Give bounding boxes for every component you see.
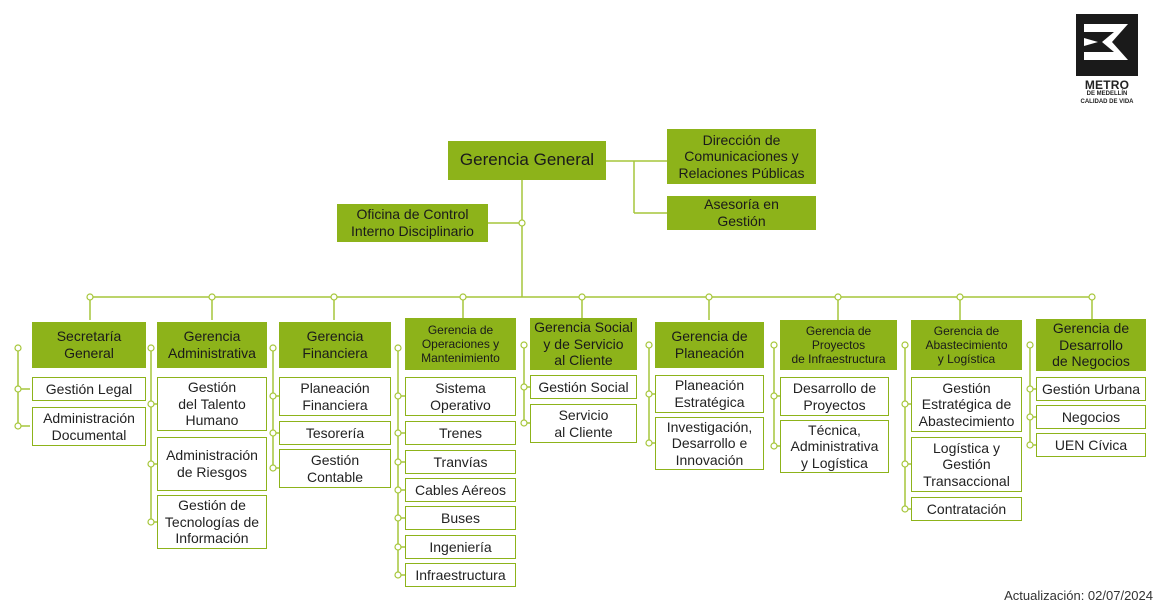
metro-medellin-logo	[1076, 14, 1138, 76]
unit-contratacion: Contratación	[911, 497, 1022, 521]
unit-investigacion: Investigación, Desarrollo e Innovación	[655, 417, 764, 470]
update-date: Actualización: 02/07/2024	[1004, 588, 1153, 603]
unit-tranvias: Tranvías	[405, 450, 516, 474]
dept-proyectos: Gerencia de Proyectos de Infraestructura	[780, 320, 897, 370]
logo-text-medellin: DE MEDELLÍN	[1086, 91, 1128, 97]
unit-gestion-estrategica-abastecimiento: Gestión Estratégica de Abastecimiento	[911, 377, 1022, 432]
unit-planeacion-estrategica: Planeación Estratégica	[655, 375, 764, 413]
unit-gestion-urbana: Gestión Urbana	[1036, 377, 1146, 401]
unit-servicio-cliente: Servicio al Cliente	[530, 404, 637, 443]
unit-gestion-contable: Gestión Contable	[279, 449, 391, 488]
gerencia-general-box: Gerencia General	[448, 141, 606, 180]
unit-negocios: Negocios	[1036, 405, 1146, 429]
unit-infraestructura: Infraestructura	[405, 563, 516, 587]
dept-negocios: Gerencia de Desarrollo de Negocios	[1036, 319, 1146, 371]
asesoria-box: Asesoría en Gestión	[667, 196, 816, 230]
unit-cables-aereos: Cables Aéreos	[405, 478, 516, 502]
dept-administrativa: Gerencia Administrativa	[157, 322, 267, 368]
control-interno-box: Oficina de Control Interno Disciplinario	[337, 204, 488, 242]
unit-riesgos: Administración de Riesgos	[157, 437, 267, 491]
unit-tecnica-administrativa: Técnica, Administrativa y Logística	[780, 420, 889, 473]
unit-buses: Buses	[405, 506, 516, 530]
dept-operaciones: Gerencia de Operaciones y Mantenimiento	[405, 318, 516, 370]
unit-tecnologias: Gestión de Tecnologías de Información	[157, 495, 267, 549]
unit-logistica-transaccional: Logística y Gestión Transaccional	[911, 437, 1022, 492]
dept-secretaria: Secretaría General	[32, 322, 146, 368]
dept-planeacion: Gerencia de Planeación	[655, 322, 764, 368]
unit-uen-civica: UEN Cívica	[1036, 433, 1146, 457]
unit-gestion-social: Gestión Social	[530, 375, 637, 399]
unit-ingenieria: Ingeniería	[405, 535, 516, 559]
unit-desarrollo-proyectos: Desarrollo de Proyectos	[780, 377, 889, 416]
unit-gestion-legal: Gestión Legal	[32, 377, 146, 401]
unit-sistema-operativo: Sistema Operativo	[405, 377, 516, 416]
logo-text-calidad: CALIDAD DE VIDA	[1080, 99, 1134, 105]
dept-abastecimiento: Gerencia de Abastecimiento y Logística	[911, 320, 1022, 370]
dept-financiera: Gerencia Financiera	[279, 322, 391, 368]
logo-text-metro: METRO	[1084, 78, 1130, 92]
unit-trenes: Trenes	[405, 421, 516, 445]
unit-talento-humano: Gestión del Talento Humano	[157, 377, 267, 431]
dept-social: Gerencia Social y de Servicio al Cliente	[530, 318, 637, 370]
unit-planeacion-financiera: Planeación Financiera	[279, 377, 391, 416]
unit-tesoreria: Tesorería	[279, 421, 391, 445]
unit-administracion-documental: Administración Documental	[32, 407, 146, 446]
comunicaciones-box: Dirección de Comunicaciones y Relaciones…	[667, 129, 816, 184]
